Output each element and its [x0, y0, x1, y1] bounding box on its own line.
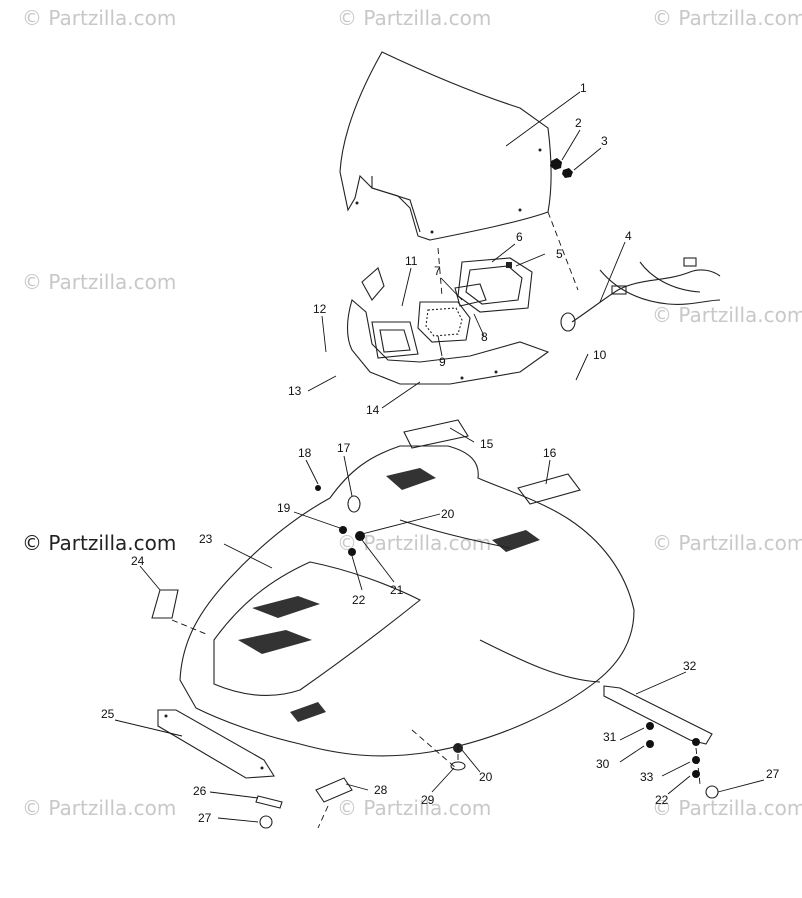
callout-29: 29	[421, 793, 435, 807]
nut-part	[550, 158, 573, 178]
callout-16: 16	[543, 446, 557, 460]
watermark: © Partzilla.com	[652, 303, 802, 327]
callout-12: 12	[313, 302, 327, 316]
pin-part	[255, 795, 283, 809]
windshield-part	[339, 51, 552, 241]
callout-20b: 20	[479, 770, 493, 784]
watermark: © Partzilla.com	[22, 796, 177, 820]
callout-6: 6	[516, 230, 523, 244]
callout-4: 4	[625, 229, 632, 243]
watermark: © Partzilla.com	[337, 796, 492, 820]
callout-33: 33	[640, 770, 654, 784]
handle-part	[151, 589, 179, 619]
callout-32: 32	[683, 659, 697, 673]
watermark: © Partzilla.com	[652, 796, 802, 820]
callout-21: 21	[390, 583, 404, 597]
callout-9: 9	[439, 355, 446, 369]
callout-25: 25	[101, 707, 115, 721]
watermark-dark: © Partzilla.com	[22, 531, 177, 555]
bracket-part	[157, 709, 275, 779]
watermark: © Partzilla.com	[22, 6, 177, 30]
callout-17: 17	[337, 441, 351, 455]
callout-10: 10	[593, 348, 607, 362]
callout-8: 8	[481, 330, 488, 344]
watermark: © Partzilla.com	[652, 6, 802, 30]
fastener-cluster	[315, 485, 365, 556]
callout-22: 22	[352, 593, 366, 607]
callout-14: 14	[366, 403, 380, 417]
callout-20: 20	[441, 507, 455, 521]
callout-18: 18	[298, 446, 312, 460]
callout-1: 1	[580, 81, 587, 95]
callout-23: 23	[199, 532, 213, 546]
callout-2: 2	[575, 116, 582, 130]
callout-5: 5	[556, 247, 563, 261]
right-bracket-part	[603, 685, 713, 778]
headlight-lens	[417, 283, 487, 343]
callout-30: 30	[596, 757, 610, 771]
callout-22b: 22	[655, 793, 669, 807]
callout-27b: 27	[766, 767, 780, 781]
watermark: © Partzilla.com	[337, 6, 492, 30]
callout-3: 3	[601, 134, 608, 148]
callout-27: 27	[198, 811, 212, 825]
callout-19: 19	[277, 501, 291, 515]
callout-28: 28	[374, 783, 388, 797]
callout-24: 24	[131, 554, 145, 568]
clip-part	[259, 785, 719, 829]
reflector-part	[403, 419, 581, 505]
callout-11: 11	[405, 254, 418, 268]
callout-13: 13	[288, 384, 302, 398]
hood-part	[179, 445, 635, 757]
callout-26: 26	[193, 784, 207, 798]
callout-7: 7	[434, 264, 441, 278]
plate-part	[315, 777, 353, 803]
console-panel	[346, 267, 550, 385]
callout-31: 31	[603, 730, 617, 744]
watermark: © Partzilla.com	[652, 531, 802, 555]
wiring-harness	[560, 257, 721, 332]
watermark: © Partzilla.com	[22, 270, 177, 294]
callout-15: 15	[480, 437, 494, 451]
